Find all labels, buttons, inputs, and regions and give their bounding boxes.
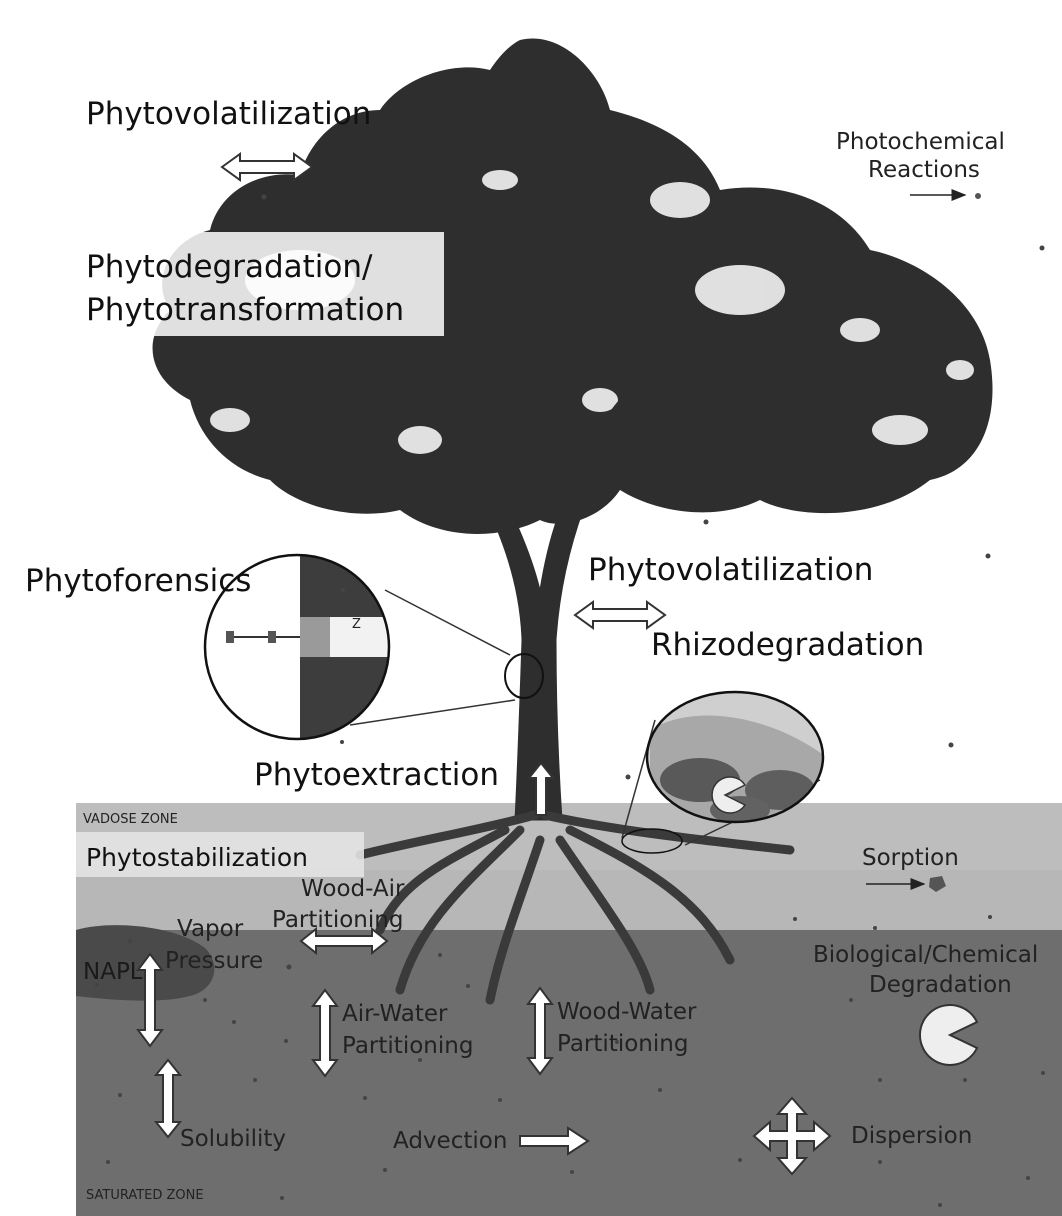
- label-saturated-zone: SATURATED ZONE: [86, 1188, 204, 1203]
- label-bio-line2: Degradation: [869, 972, 1012, 998]
- phytoforensics-inset: Z: [205, 555, 543, 740]
- photochemical-product-dot: [975, 193, 981, 199]
- arrow-phytovolatilization-mid: [575, 602, 665, 628]
- label-photochemical-line2: Reactions: [868, 157, 980, 183]
- label-dispersion: Dispersion: [851, 1123, 972, 1149]
- label-phytovolatilization-mid: Phytovolatilization: [588, 552, 873, 588]
- arrow-phytovolatilization-top: [222, 154, 312, 180]
- label-bio-line1: Biological/Chemical: [813, 942, 1038, 968]
- label-solubility: Solubility: [180, 1126, 286, 1152]
- label-wood-air-line1: Wood-Air: [301, 876, 405, 902]
- label-phytodegradation-line1: Phytodegradation/: [86, 249, 373, 285]
- label-sorption: Sorption: [862, 845, 959, 871]
- label-vadose-zone: VADOSE ZONE: [83, 812, 178, 827]
- label-wood-air-line2: Partitioning: [272, 907, 403, 933]
- label-advection: Advection: [393, 1128, 507, 1154]
- label-vapor-line2: Pressure: [165, 948, 263, 974]
- label-vapor-line1: Vapor: [177, 916, 244, 942]
- label-rhizodegradation: Rhizodegradation: [651, 627, 924, 663]
- label-wood-water-line2: Partitioning: [557, 1031, 688, 1057]
- label-phytoextraction: Phytoextraction: [254, 757, 499, 793]
- label-photochemical-line1: Photochemical: [836, 129, 1005, 155]
- inset-z-label: Z: [352, 617, 361, 632]
- label-phytodegradation-line2: Phytotransformation: [86, 292, 404, 328]
- label-phytoforensics: Phytoforensics: [25, 563, 251, 599]
- label-phytostabilization: Phytostabilization: [86, 843, 308, 872]
- label-wood-water-line1: Wood-Water: [557, 999, 697, 1025]
- label-phytovolatilization-top: Phytovolatilization: [86, 96, 371, 132]
- label-air-water-line1: Air-Water: [342, 1001, 448, 1027]
- label-napl: NAPL: [83, 959, 143, 985]
- label-air-water-line2: Partitioning: [342, 1033, 473, 1059]
